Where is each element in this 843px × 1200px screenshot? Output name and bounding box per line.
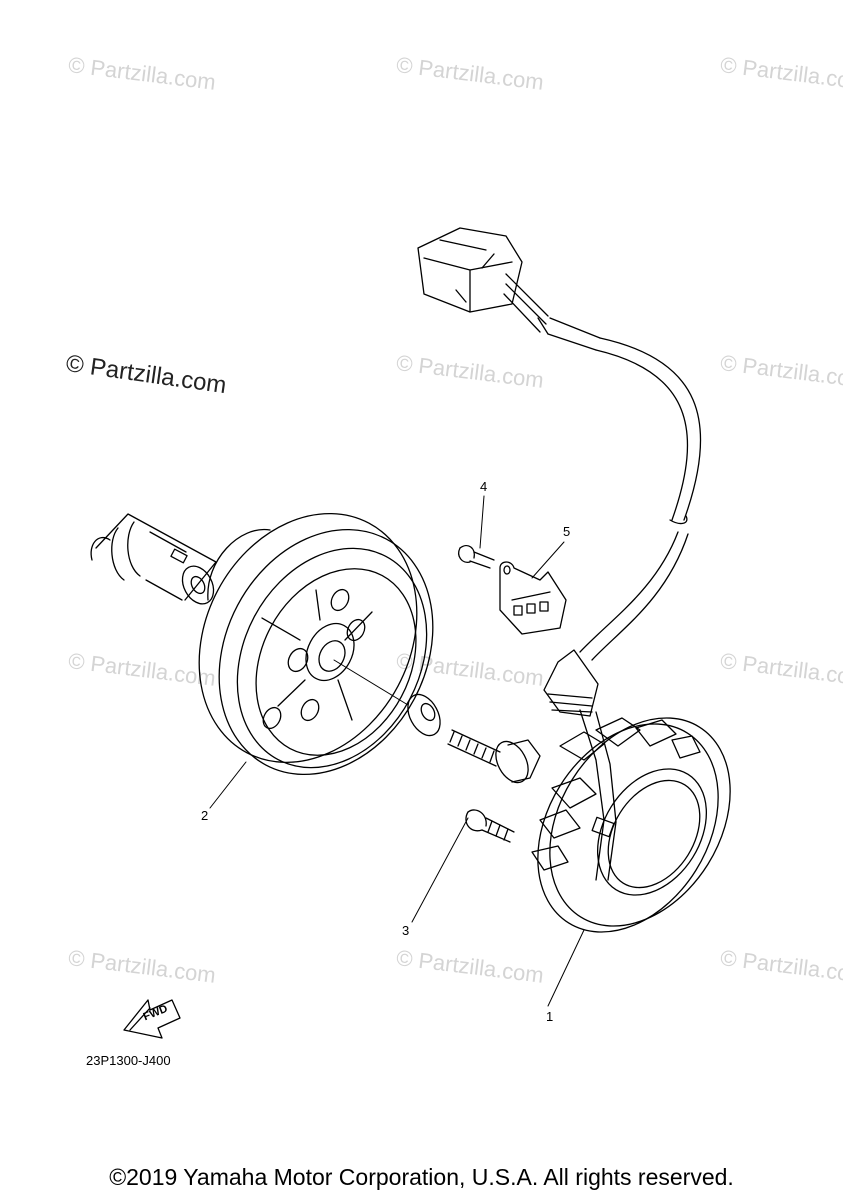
callout-part-2: 2 [201, 808, 209, 823]
callout-part-1: 1 [546, 1009, 554, 1024]
rotor-flywheel [198, 512, 434, 776]
crankshaft-end [90, 513, 217, 605]
rotor-bolt [447, 729, 541, 784]
washer [407, 693, 441, 737]
leader-line-1 [547, 929, 585, 1007]
lead-wire-clamp [499, 561, 567, 635]
diagram-code: 23P1300-J400 [86, 1053, 171, 1068]
copyright-notice: ©2019 Yamaha Motor Corporation, U.S.A. A… [109, 1164, 734, 1190]
leader-line-5 [531, 541, 565, 579]
stator-screw [465, 809, 515, 843]
fwd-arrow [123, 999, 181, 1039]
lead-wire-connector [417, 227, 702, 717]
assembly-axis-line [333, 659, 409, 706]
leader-line-3 [411, 817, 469, 923]
leader-line-2 [209, 761, 247, 809]
callout-part-5: 5 [563, 524, 571, 539]
leader-line-4 [479, 495, 485, 549]
clamp-screw [458, 544, 495, 569]
callout-part-3: 3 [402, 923, 410, 938]
stator-coil [531, 709, 731, 933]
callout-part-4: 4 [480, 479, 488, 494]
